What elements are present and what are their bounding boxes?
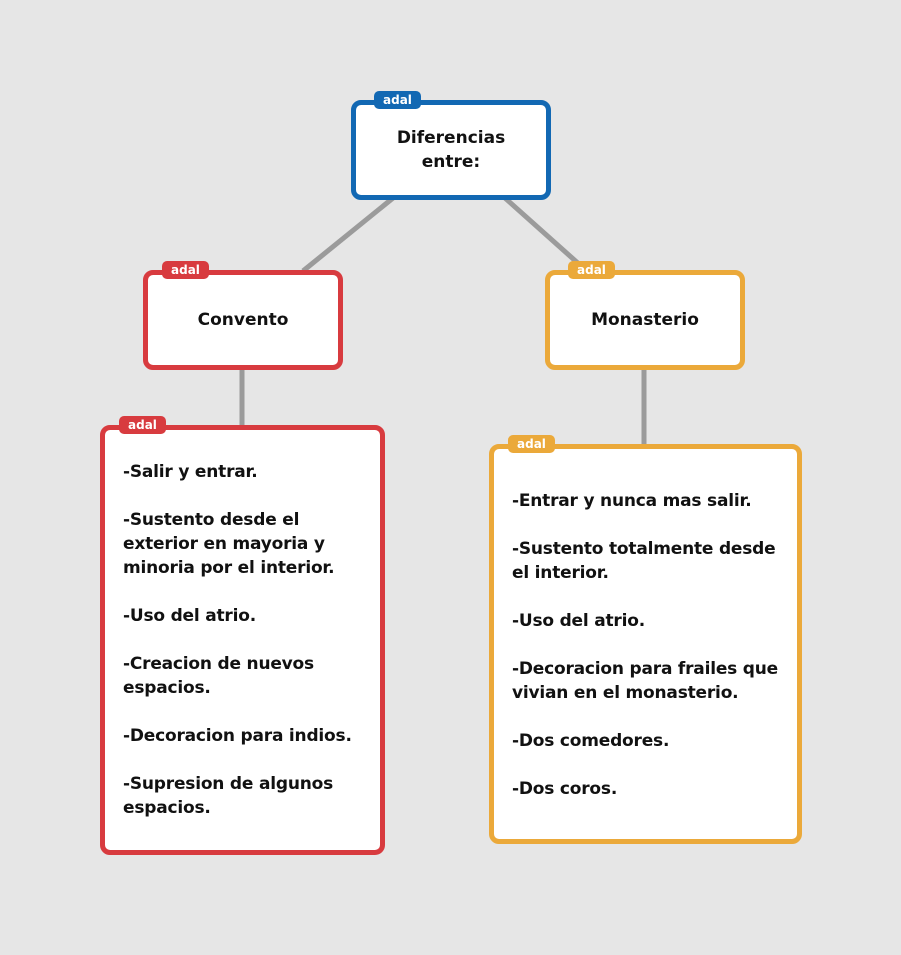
convento-node-title: Convento — [197, 310, 289, 330]
root-node-tag: adal — [374, 91, 421, 109]
monasterio-details-list: -Entrar y nunca mas salir. -Sustento tot… — [512, 489, 779, 801]
convento-detail-item: -Creacion de nuevos espacios. — [123, 654, 314, 698]
convento-details-tag: adal — [119, 416, 166, 434]
convento-node-tag: adal — [162, 261, 209, 279]
convento-detail-item: -Uso del atrio. — [123, 606, 256, 626]
monasterio-node-title: Monasterio — [591, 310, 699, 330]
monasterio-node-tag: adal — [568, 261, 615, 279]
monasterio-node[interactable]: adal Monasterio — [545, 261, 745, 370]
monasterio-detail-item: -Decoracion para frailes que vivian en e… — [512, 659, 779, 703]
root-node-title: Diferencias entre: — [396, 128, 506, 172]
monasterio-details-tag: adal — [508, 435, 555, 453]
monasterio-detail-item: -Entrar y nunca mas salir. — [512, 491, 752, 511]
connector-root-monasterio — [503, 196, 582, 267]
convento-detail-item: -Salir y entrar. — [123, 462, 258, 482]
convento-detail-item: -Decoracion para indios. — [123, 726, 352, 746]
monasterio-detail-item: -Uso del atrio. — [512, 611, 645, 631]
monasterio-detail-item: -Dos coros. — [512, 779, 618, 799]
monasterio-details-node[interactable]: adal -Entrar y nunca mas salir. -Sustent… — [489, 435, 802, 844]
connector-root-convento — [301, 196, 395, 273]
root-node[interactable]: adal Diferencias entre: — [351, 91, 551, 200]
convento-node[interactable]: adal Convento — [143, 261, 343, 370]
convento-detail-item: -Supresion de algunos espacios. — [123, 774, 334, 818]
convento-detail-item: -Sustento desde el exterior en mayoria y… — [123, 510, 335, 578]
convento-details-list: -Salir y entrar. -Sustento desde el exte… — [123, 460, 362, 820]
convento-details-node[interactable]: adal -Salir y entrar. -Sustento desde el… — [100, 416, 385, 855]
monasterio-detail-item: -Dos comedores. — [512, 731, 670, 751]
monasterio-detail-item: -Sustento totalmente desde el interior. — [512, 539, 776, 583]
